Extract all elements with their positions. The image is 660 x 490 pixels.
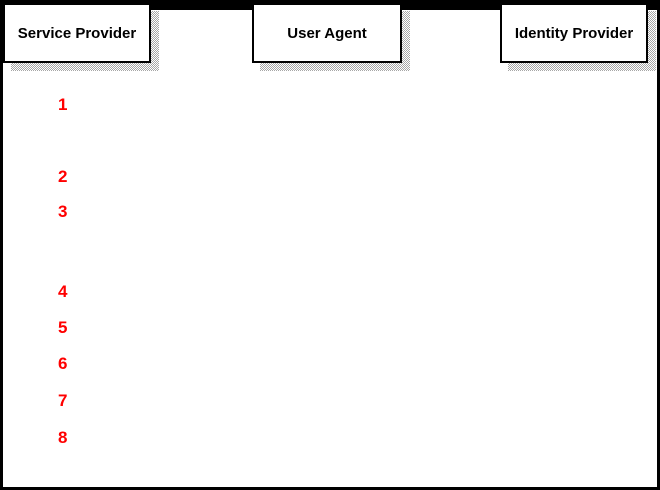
step-number-3: 3: [58, 202, 68, 221]
actor-label-identity-provider: Identity Provider: [514, 24, 634, 42]
actor-label-service-provider: Service Provider: [17, 24, 137, 42]
actor-label-user-agent: User Agent: [287, 24, 367, 42]
actor-box-service-provider: Service Provider: [3, 3, 151, 63]
step-number-5: 5: [58, 318, 68, 337]
step-number-8: 8: [58, 428, 68, 447]
step-number-6: 6: [58, 354, 68, 373]
step-number-4: 4: [58, 282, 68, 301]
step-number-1: 1: [58, 95, 68, 114]
actor-box-identity-provider: Identity Provider: [500, 3, 648, 63]
step-number-2: 2: [58, 167, 68, 186]
actor-box-user-agent: User Agent: [252, 3, 402, 63]
step-number-7: 7: [58, 391, 68, 410]
